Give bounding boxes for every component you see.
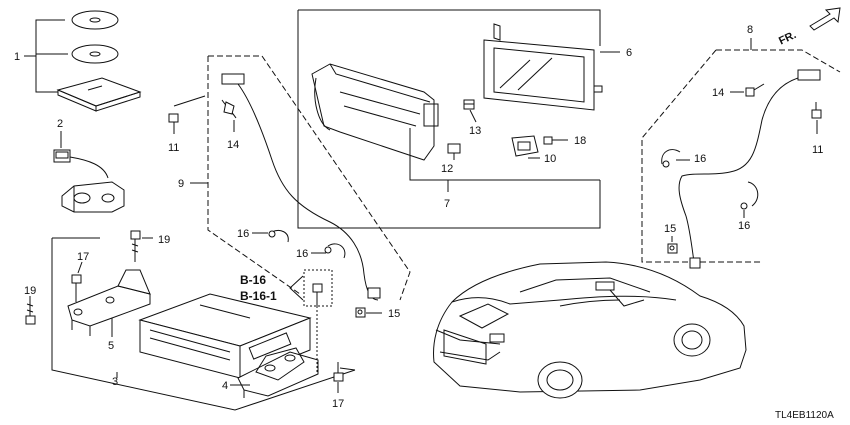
callout-9: 9: [178, 178, 184, 190]
callout-10: 10: [544, 153, 556, 165]
clip-16-right-a: [661, 149, 681, 168]
callout-14-right: 14: [712, 87, 724, 99]
unit-group-frame: [51, 237, 356, 411]
callout-14-left: 14: [227, 139, 239, 151]
reference-b16-1: B-16-1: [240, 289, 277, 303]
clip-14-right: [745, 83, 765, 97]
harness-8-frame: [641, 49, 841, 263]
callout-6: 6: [626, 47, 632, 59]
bolt-17-left: [71, 274, 82, 302]
screw-18: [543, 136, 568, 145]
callout-12: 12: [441, 163, 453, 175]
callout-1-leader: [24, 19, 68, 93]
clip-15-right: [667, 243, 678, 254]
switch-10: [511, 135, 539, 157]
clip-16-right-b: [740, 181, 759, 210]
callout-17-left: 17: [77, 251, 89, 263]
callout-11-right: 11: [812, 144, 823, 156]
front-direction-arrow: [809, 7, 841, 31]
callout-17-right: 17: [332, 398, 344, 410]
harness-cable-right: [678, 69, 821, 269]
front-label: FR.: [777, 29, 798, 47]
callout-15-right: 15: [664, 223, 676, 235]
callout-19-top: 19: [158, 234, 170, 246]
harness-cable-left: [221, 73, 381, 301]
reference-bolt: [303, 269, 333, 372]
clip-12: [447, 143, 461, 154]
callout-13: 13: [469, 125, 481, 137]
bolt-19-left: [25, 300, 36, 325]
callout-3: 3: [112, 376, 118, 388]
diagram-code: TL4EB1120A: [775, 410, 834, 421]
display-screen: [483, 23, 595, 111]
callout-4: 4: [222, 380, 228, 392]
callout-8: 8: [747, 24, 753, 36]
reference-arrow: [289, 275, 304, 301]
rear-camera: [53, 149, 125, 213]
bolt-11-right: [811, 102, 822, 119]
screw-18-display: [593, 85, 603, 93]
clip-16-left-b: [324, 243, 346, 259]
callout-2: 2: [57, 118, 63, 130]
callout-7: 7: [444, 198, 450, 210]
callout-17-left-leader: [77, 261, 83, 274]
vehicle-illustration: [433, 261, 747, 399]
callout-5: 5: [108, 340, 114, 352]
callout-13-leader: [469, 109, 477, 123]
callout-18: 18: [574, 135, 586, 147]
callout-16-left-a: 16: [237, 228, 249, 240]
bolt-19-top: [130, 230, 141, 262]
bolt-11-left: [168, 95, 206, 123]
callout-16-right-a: 16: [694, 153, 706, 165]
clip-13: [463, 99, 475, 110]
harness-9-frame: [190, 55, 411, 301]
callout-19-left: 19: [24, 285, 36, 297]
navigation-unit: [138, 293, 312, 379]
clip-16-left-a: [268, 229, 289, 243]
display-box-top: [298, 9, 601, 46]
clip-15-left: [355, 307, 366, 318]
callout-11-left: 11: [168, 142, 179, 154]
callout-16-right-b: 16: [738, 220, 750, 232]
reference-b16: B-16: [240, 273, 266, 287]
callout-7-leader: [409, 128, 600, 192]
callout-15-left: 15: [388, 308, 400, 320]
navigation-disc-set: [56, 10, 142, 112]
callout-16-left-b: 16: [296, 248, 308, 260]
callout-1: 1: [14, 51, 20, 63]
display-box-bottom: [297, 10, 601, 229]
bolt-17-right: [333, 362, 344, 382]
bracket-left: [67, 269, 151, 336]
display-housing: [311, 63, 439, 161]
bracket-right: [237, 347, 319, 398]
